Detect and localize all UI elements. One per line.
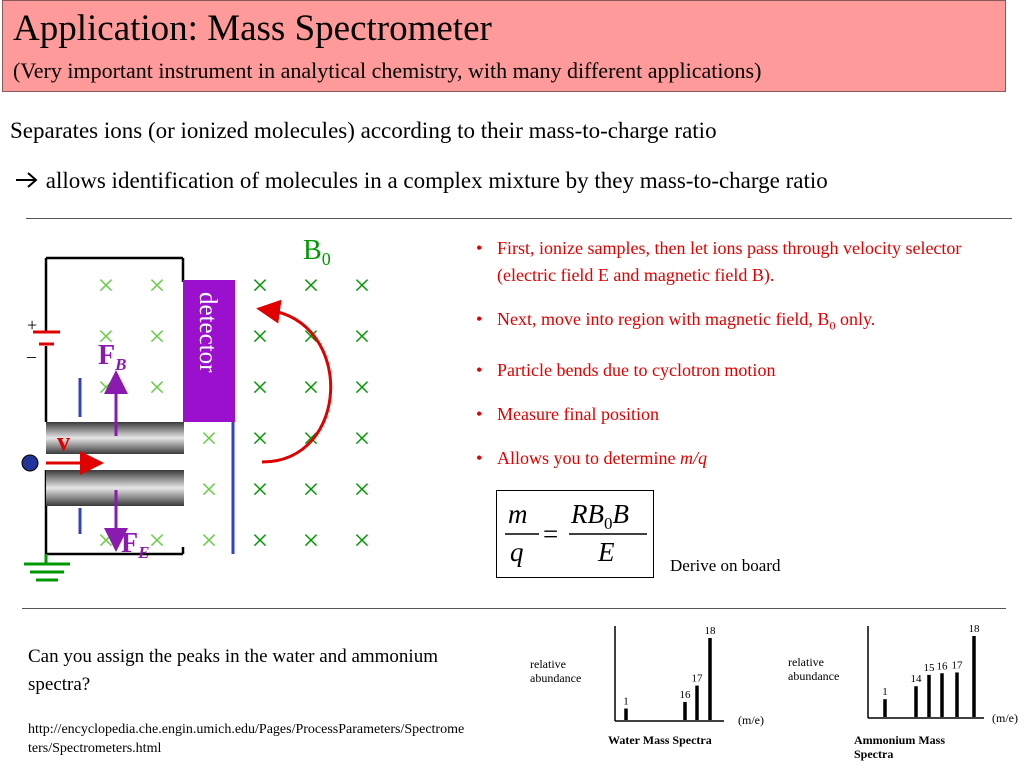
field-label-b0: B0	[303, 235, 331, 269]
ground-symbol	[24, 554, 70, 582]
field-cross: ×	[303, 269, 320, 302]
field-cross: ×	[354, 473, 371, 506]
svg-text:E: E	[597, 537, 615, 567]
svg-text:q: q	[510, 537, 524, 567]
ammonium-mass-spectrum: relative abundance (m/e) Ammonium Mass S…	[788, 623, 1018, 761]
divider-top	[26, 218, 1012, 219]
field-cross: ×	[201, 473, 218, 506]
peak-label: 17	[952, 659, 964, 671]
svg-text:RB0B: RB0B	[570, 499, 629, 533]
field-cross: ×	[252, 320, 269, 353]
detector-label: detector	[194, 292, 221, 373]
peak-label: 16	[937, 660, 949, 672]
svg-text:Ammonium Mass: Ammonium Mass	[854, 733, 945, 747]
peak-label: 1	[882, 686, 888, 698]
derive-note: Derive on board	[670, 556, 781, 575]
intro-line-2-text: allows identification of molecules in a …	[45, 168, 828, 193]
fe-label: FE	[121, 528, 149, 562]
field-cross: ×	[252, 473, 269, 506]
svg-text:abundance: abundance	[788, 669, 839, 683]
right-arrow-icon	[16, 172, 38, 188]
peak-label: 18	[705, 625, 717, 637]
field-cross: ×	[252, 269, 269, 302]
svg-text:Spectra: Spectra	[854, 747, 893, 761]
process-bullets: First, ionize samples, then let ions pas…	[470, 235, 1018, 489]
bullet-item: First, ionize samples, then let ions pas…	[470, 235, 1018, 289]
svg-text:=: =	[543, 519, 558, 549]
velocity-label: v	[57, 427, 70, 456]
formula-box: m q = RB0B E	[496, 490, 654, 578]
bullet-item: Measure final position	[470, 401, 1018, 428]
peak-label: 18	[969, 623, 981, 635]
field-cross: ×	[98, 269, 115, 302]
peak-label: 17	[692, 673, 704, 685]
fb-label: FB	[98, 340, 126, 374]
intro-line-2: allows identification of molecules in a …	[14, 166, 828, 196]
question-text: Can you assign the peaks in the water an…	[28, 646, 438, 695]
field-cross: ×	[98, 320, 115, 353]
field-cross: ×	[303, 473, 320, 506]
ion-source	[21, 454, 39, 472]
field-cross: ×	[303, 371, 320, 404]
intro-line-1: Separates ions (or ionized molecules) ac…	[10, 118, 717, 143]
svg-text:Water Mass Spectra: Water Mass Spectra	[608, 733, 712, 747]
svg-text:(m/e): (m/e)	[738, 713, 764, 727]
svg-text:relative: relative	[788, 655, 824, 669]
field-cross: ×	[149, 320, 166, 353]
peak-label: 14	[911, 673, 923, 685]
svg-text:m: m	[508, 499, 528, 529]
field-cross: ×	[354, 524, 371, 557]
page-subtitle: (Very important instrument in analytical…	[13, 58, 762, 83]
detector-box	[183, 280, 235, 422]
field-cross: ×	[98, 524, 115, 557]
field-cross: ×	[252, 422, 269, 455]
mass-charge-formula: m q = RB0B E	[505, 499, 647, 567]
field-cross: ×	[149, 371, 166, 404]
title-banner: Application: Mass Spectrometer (Very imp…	[2, 0, 1006, 92]
mass-spectrometer-diagram: B0 ××××××××××××××××××××××××××××××××× + –…	[21, 235, 371, 582]
field-cross: ×	[354, 371, 371, 404]
ion-trajectory	[256, 299, 333, 464]
minus-sign: –	[26, 346, 37, 366]
bullet-item: Particle bends due to cyclotron motion	[470, 357, 1018, 384]
field-cross: ×	[303, 524, 320, 557]
bullet-item: Allows you to determine m/q	[470, 445, 1018, 472]
field-cross: ×	[201, 524, 218, 557]
peak-label: 1	[623, 696, 629, 708]
field-cross: ×	[303, 422, 320, 455]
field-cross: ×	[149, 269, 166, 302]
water-mass-spectrum: relative abundance (m/e) Water Mass Spec…	[530, 625, 764, 747]
field-cross: ×	[252, 524, 269, 557]
svg-text:abundance: abundance	[530, 671, 581, 685]
svg-text:relative: relative	[530, 657, 566, 671]
svg-text:(m/e): (m/e)	[992, 711, 1018, 725]
field-cross: ×	[149, 524, 166, 557]
peak-label: 16	[680, 689, 692, 701]
divider-bottom	[22, 608, 1006, 609]
plus-sign: +	[27, 315, 37, 335]
field-cross: ×	[98, 371, 115, 404]
field-cross: ×	[252, 371, 269, 404]
peak-label: 15	[924, 662, 936, 674]
bullet-item: Next, move into region with magnetic fie…	[470, 306, 1018, 340]
field-cross: ×	[201, 422, 218, 455]
source-link[interactable]: http://encyclopedia.che.engin.umich.edu/…	[28, 722, 465, 756]
field-cross: ×	[354, 269, 371, 302]
field-cross: ×	[354, 320, 371, 353]
field-cross: ×	[354, 422, 371, 455]
page-title: Application: Mass Spectrometer	[13, 8, 492, 49]
